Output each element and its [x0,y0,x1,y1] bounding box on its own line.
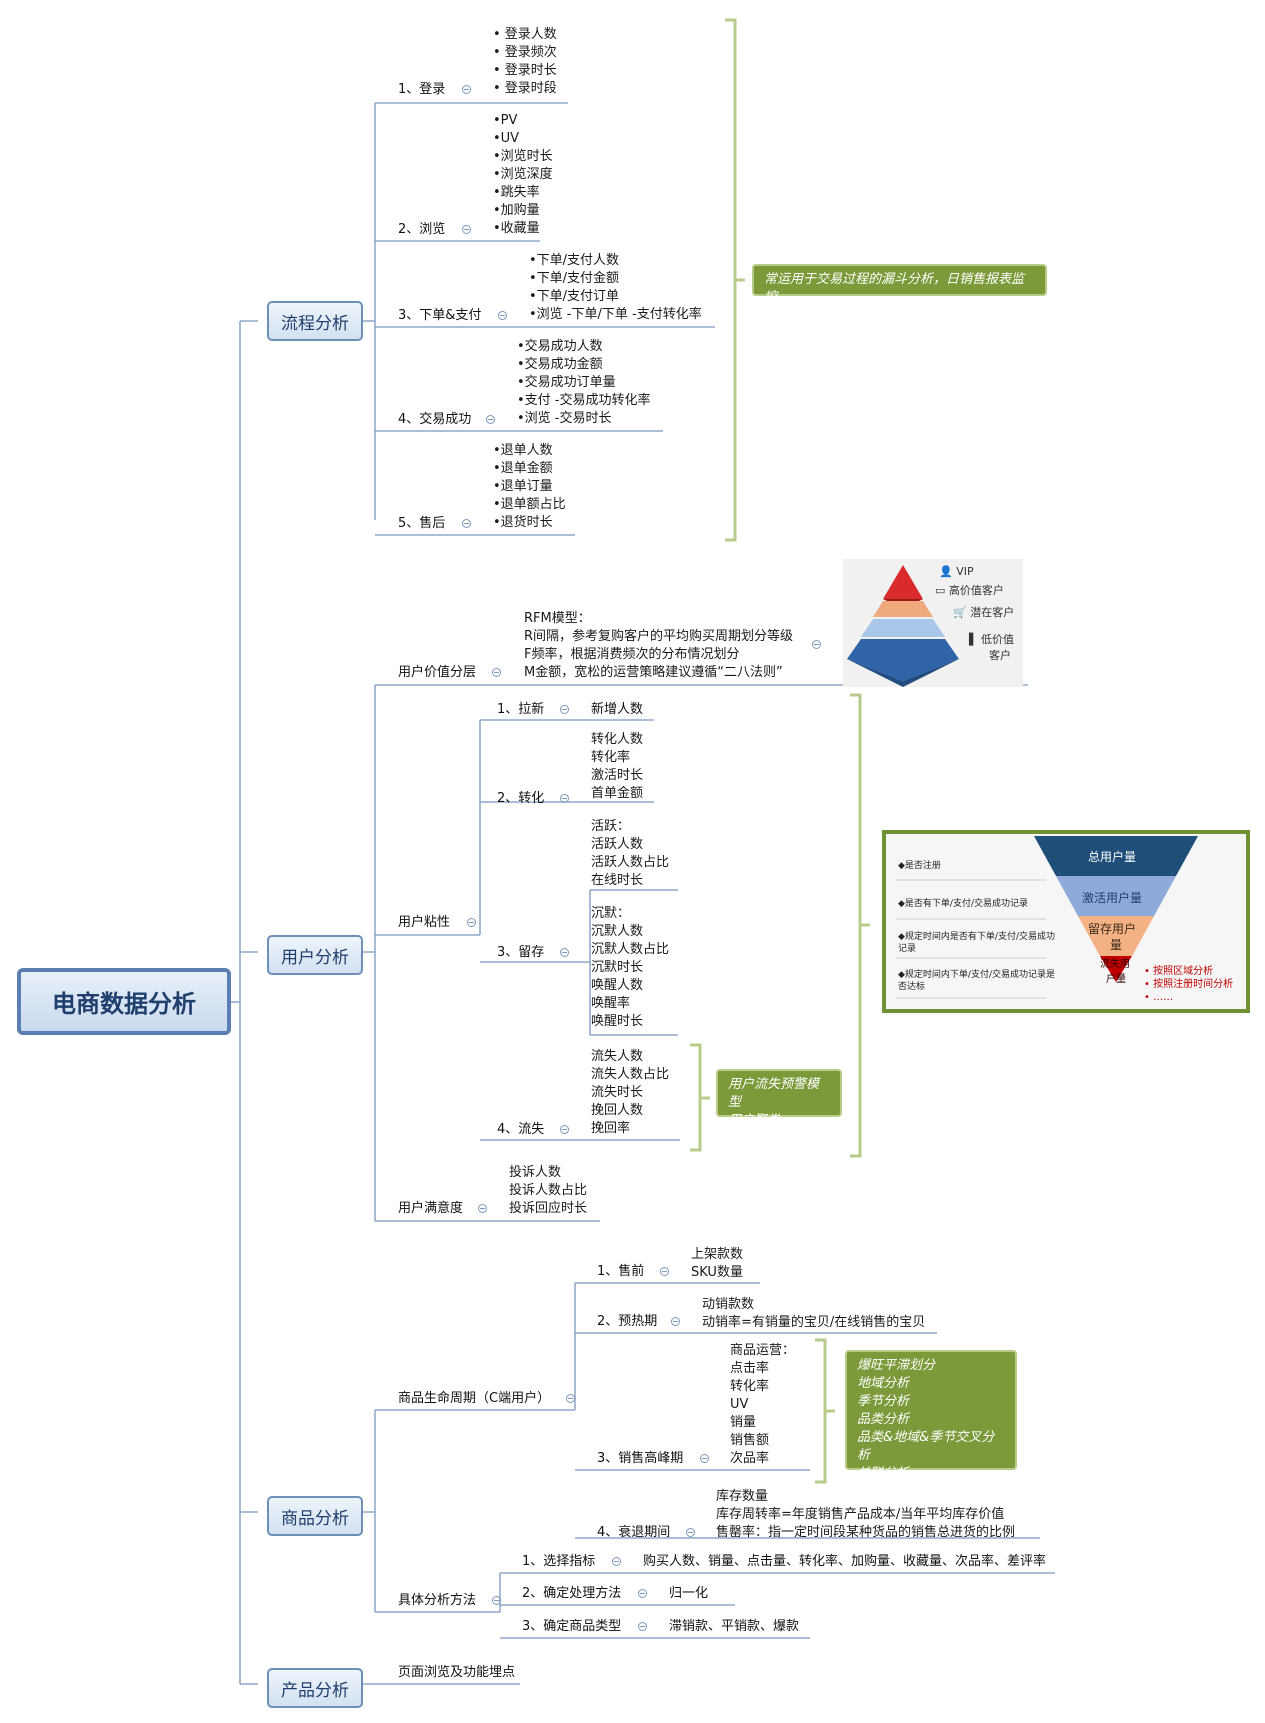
funnel-level-retain: 留存用户 [1088,922,1137,936]
method-step-select-value: 购买人数、销量、点击量、转化率、加购量、收藏量、次品率、差评率 [643,1554,1047,1569]
retain-active-points: 活跃：活跃人数 活跃人数占比在线时长 [591,819,670,888]
funnel-note-region: • 按照区域分析 [1144,966,1214,977]
after-sale-points: •退单人数•退单金额 •退单订量•退单额占比 •退货时长 [493,443,566,530]
user-satisfaction[interactable]: 用户满意度 [398,1201,464,1216]
collapse-icon[interactable] [612,1557,621,1566]
funnel-graphic [896,836,1198,999]
flow-item-login[interactable]: 1、登录 [398,82,446,97]
acquire-new-users: 新增人数 [591,702,644,717]
pyramid-vip-label: 👤 VIP [939,565,974,578]
collapse-icon[interactable] [492,668,501,677]
funnel-level-churn-cont: 户量 [1106,974,1126,985]
order-pay-points: •下单/支付人数•下单/支付金额 •下单/支付订单•浏览 -下单/下单 -支付转… [529,253,702,322]
collapse-icon[interactable] [478,1204,487,1213]
collapse-icon[interactable] [462,85,471,94]
pyramid-customer-label: 客户 [989,649,1011,662]
rfm-lines: RFM模型：R间隔，参考复购客户的平均购买周期划分等级 F频率，根据消费频次的分… [524,611,794,680]
stickiness-retain[interactable]: 3、留存 [497,945,545,960]
collapse-icon[interactable] [492,1596,501,1605]
method-step-type[interactable]: 3、确定商品类型 [522,1619,622,1634]
flow-item-order-pay[interactable]: 3、下单&支付 [398,308,482,323]
user-funnel-image: ◆是否注册 ◆是否有下单/支付/交易成功记录 ◆规定时间内是否有下单/支付/交易… [882,830,1250,1013]
funnel-note-register-time: • 按照注册时间分析 [1144,979,1234,990]
collapse-icon[interactable] [560,705,569,714]
method-step-process-value: 归一化 [669,1586,709,1601]
lifecycle-note: 爆旺平滞划分地域分析 季节分析品类分析 品类&地域&季节交叉分析关联分析 [845,1350,1017,1481]
funnel-condition-register: ◆是否注册 [898,861,941,871]
stickiness-convert[interactable]: 2、转化 [497,791,545,806]
collapse-icon[interactable] [486,415,495,424]
login-points: • 登录人数• 登录频次 • 登录时长• 登录时段 [493,27,557,96]
topic-flow-analysis[interactable]: 流程分析 [267,301,363,341]
funnel-level-total: 总用户量 [1088,850,1137,864]
satisfaction-points: 投诉人数投诉人数占比 投诉回应时长 [509,1165,588,1216]
product-tracking[interactable]: 页面浏览及功能埋点 [398,1665,516,1680]
goods-method[interactable]: 具体分析方法 [398,1593,477,1608]
collapse-icon[interactable] [686,1528,695,1537]
collapse-icon[interactable] [660,1267,669,1276]
topic-goods-analysis[interactable]: 商品分析 [267,1496,363,1536]
funnel-level-active: 激活用户量 [1082,891,1143,905]
collapse-icon[interactable] [560,794,569,803]
stickiness-acquire[interactable]: 1、拉新 [497,702,545,717]
convert-points: 转化人数转化率 激活时长首单金额 [591,732,644,801]
deal-success-points: •交易成功人数•交易成功金额 •交易成功订单量•支付 -交易成功转化率 •浏览 … [517,339,651,426]
lifecycle-presale[interactable]: 1、售前 [597,1264,645,1279]
collapse-icon[interactable] [462,225,471,234]
lifecycle-decline[interactable]: 4、衰退期间 [597,1525,671,1540]
collapse-icon[interactable] [560,1125,569,1134]
collapse-icon[interactable] [566,1394,575,1403]
pyramid-high-value-label: ▭ 高价值客户 [935,584,1004,597]
pyramid-low-value-label: ▌ 低价值 [969,633,1014,646]
pyramid-graphic [847,565,959,687]
lifecycle-warmup[interactable]: 2、预热期 [597,1314,658,1329]
method-step-process[interactable]: 2、确定处理方法 [522,1586,622,1601]
method-step-select[interactable]: 1、选择指标 [522,1554,596,1569]
collapse-icon[interactable] [467,918,476,927]
topic-product-analysis[interactable]: 产品分析 [267,1668,363,1708]
flow-item-deal-success[interactable]: 4、交易成功 [398,412,472,427]
flow-item-after-sale[interactable]: 5、售后 [398,516,446,531]
stickiness-churn[interactable]: 4、流失 [497,1122,545,1137]
collapse-icon[interactable] [638,1622,647,1631]
topic-user-analysis[interactable]: 用户分析 [267,935,363,975]
funnel-condition-order: ◆是否有下单/支付/交易成功记录 [898,899,1028,909]
collapse-icon[interactable] [560,948,569,957]
pyramid-potential-label: 🛒 潜在客户 [953,606,1015,619]
lifecycle-peak[interactable]: 3、销售高峰期 [597,1451,684,1466]
user-stickiness[interactable]: 用户粘性 [398,915,451,930]
decline-points: 库存数量库存周转率=年度销售产品成本/当年平均库存价值 售罄率：指一定时间段某种… [716,1489,1016,1540]
collapse-icon[interactable] [638,1589,647,1598]
value-pyramid-image: 👤 VIP ▭ 高价值客户 🛒 潜在客户 ▌ 低价值 客户 [843,559,1023,687]
collapse-icon[interactable] [462,519,471,528]
collapse-icon[interactable] [812,640,821,649]
retain-silent-points: 沉默：沉默人数 沉默人数占比沉默时长 唤醒人数唤醒率 唤醒时长 [591,906,670,1029]
user-value-tier[interactable]: 用户价值分层 [398,665,477,680]
warmup-points: 动销款数动销率=有销量的宝贝/在线销售的宝贝 [702,1297,926,1330]
churn-note: 用户流失预警模型用户聚类 [716,1069,842,1128]
funnel-condition-period-order: ◆规定时间内是否有下单/支付/交易成功记录 [898,932,1055,954]
flow-item-browse[interactable]: 2、浏览 [398,222,446,237]
churn-points: 流失人数流失人数占比 流失时长挽回人数 挽回率 [591,1049,670,1136]
funnel-level-churn: 流失用 [1100,959,1130,970]
collapse-icon[interactable] [498,311,507,320]
funnel-level-retain-cont: 量 [1110,938,1123,952]
root-topic[interactable]: 电商数据分析 [17,968,231,1035]
collapse-icon[interactable] [671,1317,680,1326]
collapse-icon[interactable] [700,1454,709,1463]
goods-lifecycle[interactable]: 商品生命周期（C端用户） [398,1391,551,1406]
method-step-type-value: 滞销款、平销款、爆款 [669,1619,800,1634]
funnel-condition-period-target: ◆规定时间内下单/支付/交易成功记录是否达标 [898,970,1055,992]
flow-note: 常运用于交易过程的漏斗分析，日销售报表监控 [752,264,1047,305]
funnel-note-more: • …… [1144,992,1174,1003]
browse-points: •PV•UV •浏览时长•浏览深度 •跳失率•加购量 •收藏量 [493,113,553,236]
